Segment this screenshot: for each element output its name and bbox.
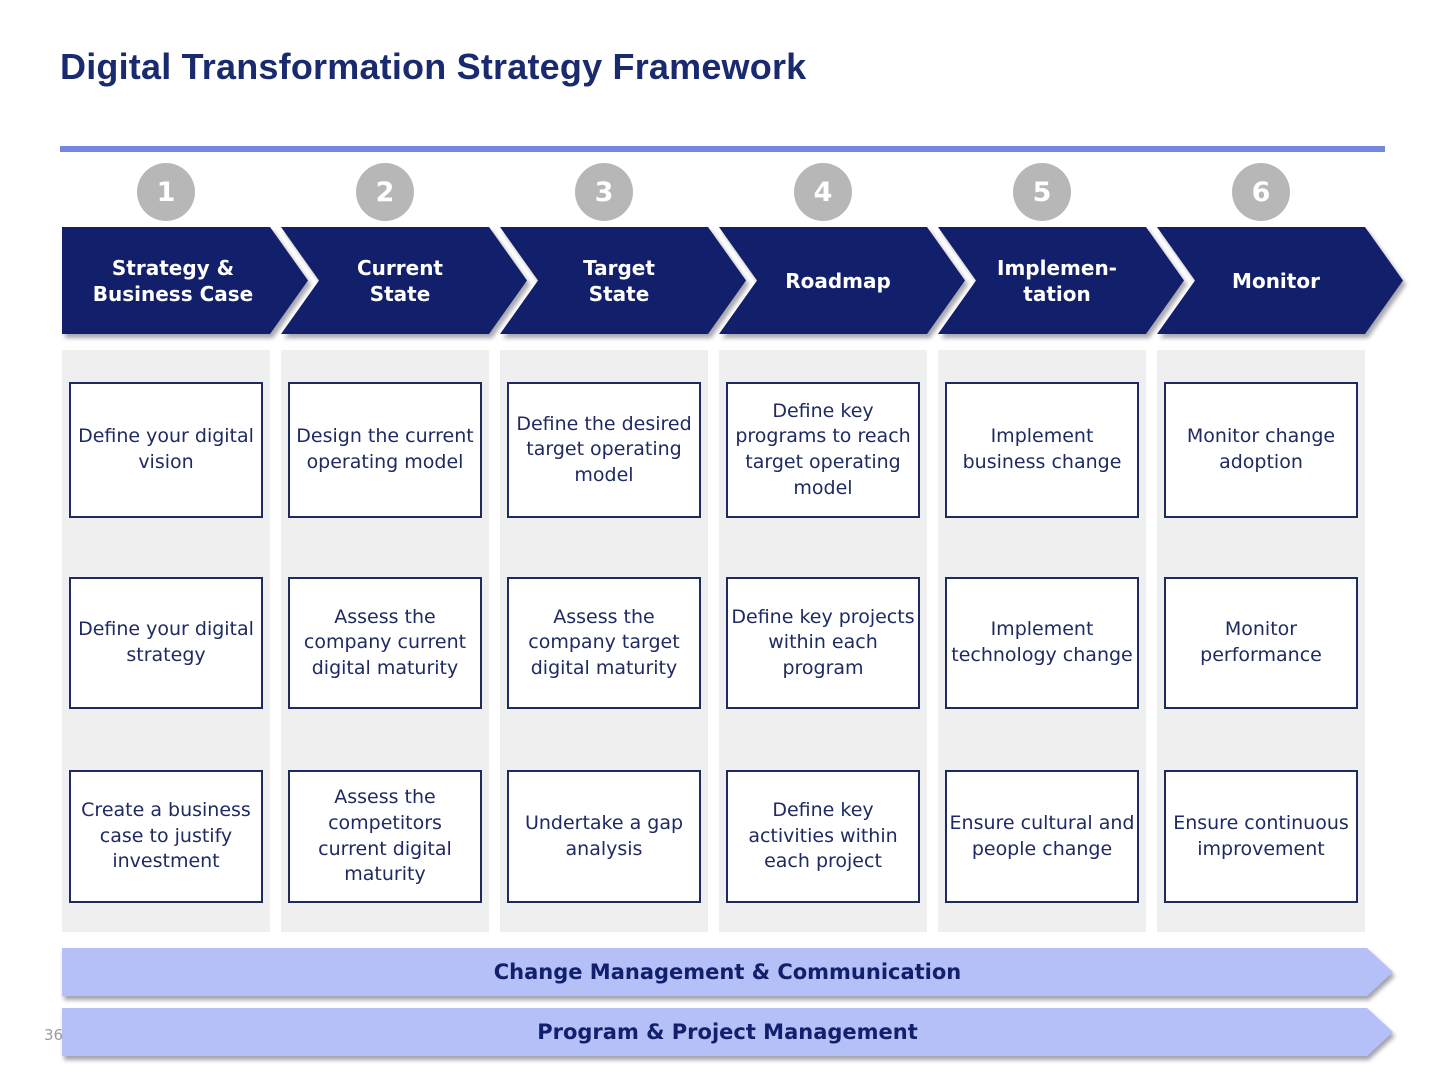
task-text: Monitor change adoption [1186, 425, 1336, 473]
program-management-bar-shape: Program & Project Management [62, 1008, 1393, 1056]
phase-column-1: Define your digital vision Define your d… [62, 350, 270, 932]
task-text: Assess the company current digital matur… [303, 605, 467, 679]
phase-arrow-2-shape: Current State [281, 227, 527, 334]
phase-column-6: Monitor change adoption Monitor performa… [1157, 350, 1365, 932]
task-box: Design the current operating model [288, 382, 482, 518]
step-3-number: 3 [594, 176, 614, 208]
task-box: Assess the competitors current digital m… [288, 770, 482, 903]
step-4-number: 4 [813, 176, 833, 208]
change-management-bar: Change Management & Communication [62, 948, 1393, 996]
phase-4-label: Roadmap [785, 268, 891, 293]
task-box: Define the desired target operating mode… [507, 382, 701, 518]
task-text: Ensure continuous improvement [1173, 811, 1349, 860]
page-number: 36 [44, 1026, 64, 1044]
task-text: Assess the competitors current digital m… [318, 786, 452, 886]
phase-arrow-3: Target State [500, 227, 746, 334]
task-text: Assess the company target digital maturi… [528, 605, 680, 679]
task-box: Implement business change [945, 382, 1139, 518]
phase-arrow-3-shape: Target State [500, 227, 746, 334]
task-text: Define the desired target operating mode… [516, 412, 692, 486]
step-2-badge: 2 [356, 163, 414, 221]
task-box: Define key programs to reach target oper… [726, 382, 920, 518]
task-text: Define key programs to reach target oper… [735, 399, 911, 499]
phase-5-label: Implemen- tation [997, 255, 1117, 306]
task-box: Monitor change adoption [1164, 382, 1358, 518]
task-box: Assess the company target digital maturi… [507, 577, 701, 709]
program-management-bar: Program & Project Management [62, 1008, 1393, 1056]
step-4-badge: 4 [794, 163, 852, 221]
change-management-bar-label: Change Management & Communication [493, 960, 962, 984]
phase-3-label: Target State [583, 255, 655, 306]
task-box: Create a business case to justify invest… [69, 770, 263, 903]
phase-1-label: Strategy & Business Case [92, 255, 254, 306]
step-5-badge: 5 [1013, 163, 1071, 221]
phase-6-label: Monitor [1232, 268, 1320, 293]
task-text: Monitor performance [1200, 618, 1322, 666]
phase-column-3: Define the desired target operating mode… [500, 350, 708, 932]
task-box: Implement technology change [945, 577, 1139, 709]
phase-2-label: Current State [356, 255, 443, 306]
phase-arrow-4-shape: Roadmap [719, 227, 965, 334]
task-box: Define your digital vision [69, 382, 263, 518]
task-box: Assess the company current digital matur… [288, 577, 482, 709]
task-text: Define your digital strategy [78, 618, 254, 666]
task-box: Monitor performance [1164, 577, 1358, 709]
task-text: Design the current operating model [296, 425, 474, 473]
task-box: Define key projects within each program [726, 577, 920, 709]
phase-arrow-2: Current State [281, 227, 527, 334]
phase-column-4: Define key programs to reach target oper… [719, 350, 927, 932]
change-management-bar-shape: Change Management & Communication [62, 948, 1393, 996]
phase-arrow-5: Implemen- tation [938, 227, 1184, 334]
task-text: Implement business change [962, 425, 1122, 473]
task-text: Define key activities within each projec… [748, 799, 898, 873]
step-5-number: 5 [1032, 176, 1052, 208]
phase-arrow-6: Monitor [1157, 227, 1403, 334]
task-text: Implement technology change [951, 618, 1133, 666]
task-text: Create a business case to justify invest… [81, 799, 251, 873]
step-2-number: 2 [375, 176, 395, 208]
phase-arrow-5-shape: Implemen- tation [938, 227, 1184, 334]
page-title: Digital Transformation Strategy Framewor… [60, 46, 807, 87]
step-3-badge: 3 [575, 163, 633, 221]
step-1-badge: 1 [137, 163, 195, 221]
phase-column-5: Implement business change Implement tech… [938, 350, 1146, 932]
step-6-number: 6 [1251, 176, 1271, 208]
task-text: Define key projects within each program [731, 605, 915, 679]
phase-arrow-1: Strategy & Business Case [62, 227, 308, 334]
task-box: Define key activities within each projec… [726, 770, 920, 903]
step-1-number: 1 [156, 176, 176, 208]
task-box: Undertake a gap analysis [507, 770, 701, 903]
phase-arrow-6-shape: Monitor [1157, 227, 1403, 334]
task-box: Ensure continuous improvement [1164, 770, 1358, 903]
program-management-bar-label: Program & Project Management [537, 1020, 918, 1044]
task-box: Define your digital strategy [69, 577, 263, 709]
task-box: Ensure cultural and people change [945, 770, 1139, 903]
task-text: Ensure cultural and people change [949, 811, 1135, 860]
task-text: Define your digital vision [78, 425, 254, 473]
phase-arrow-4: Roadmap [719, 227, 965, 334]
phase-column-2: Design the current operating model Asses… [281, 350, 489, 932]
step-6-badge: 6 [1232, 163, 1290, 221]
title-underline [60, 146, 1385, 152]
task-text: Undertake a gap analysis [524, 811, 684, 860]
phase-arrow-1-shape: Strategy & Business Case [62, 227, 308, 334]
